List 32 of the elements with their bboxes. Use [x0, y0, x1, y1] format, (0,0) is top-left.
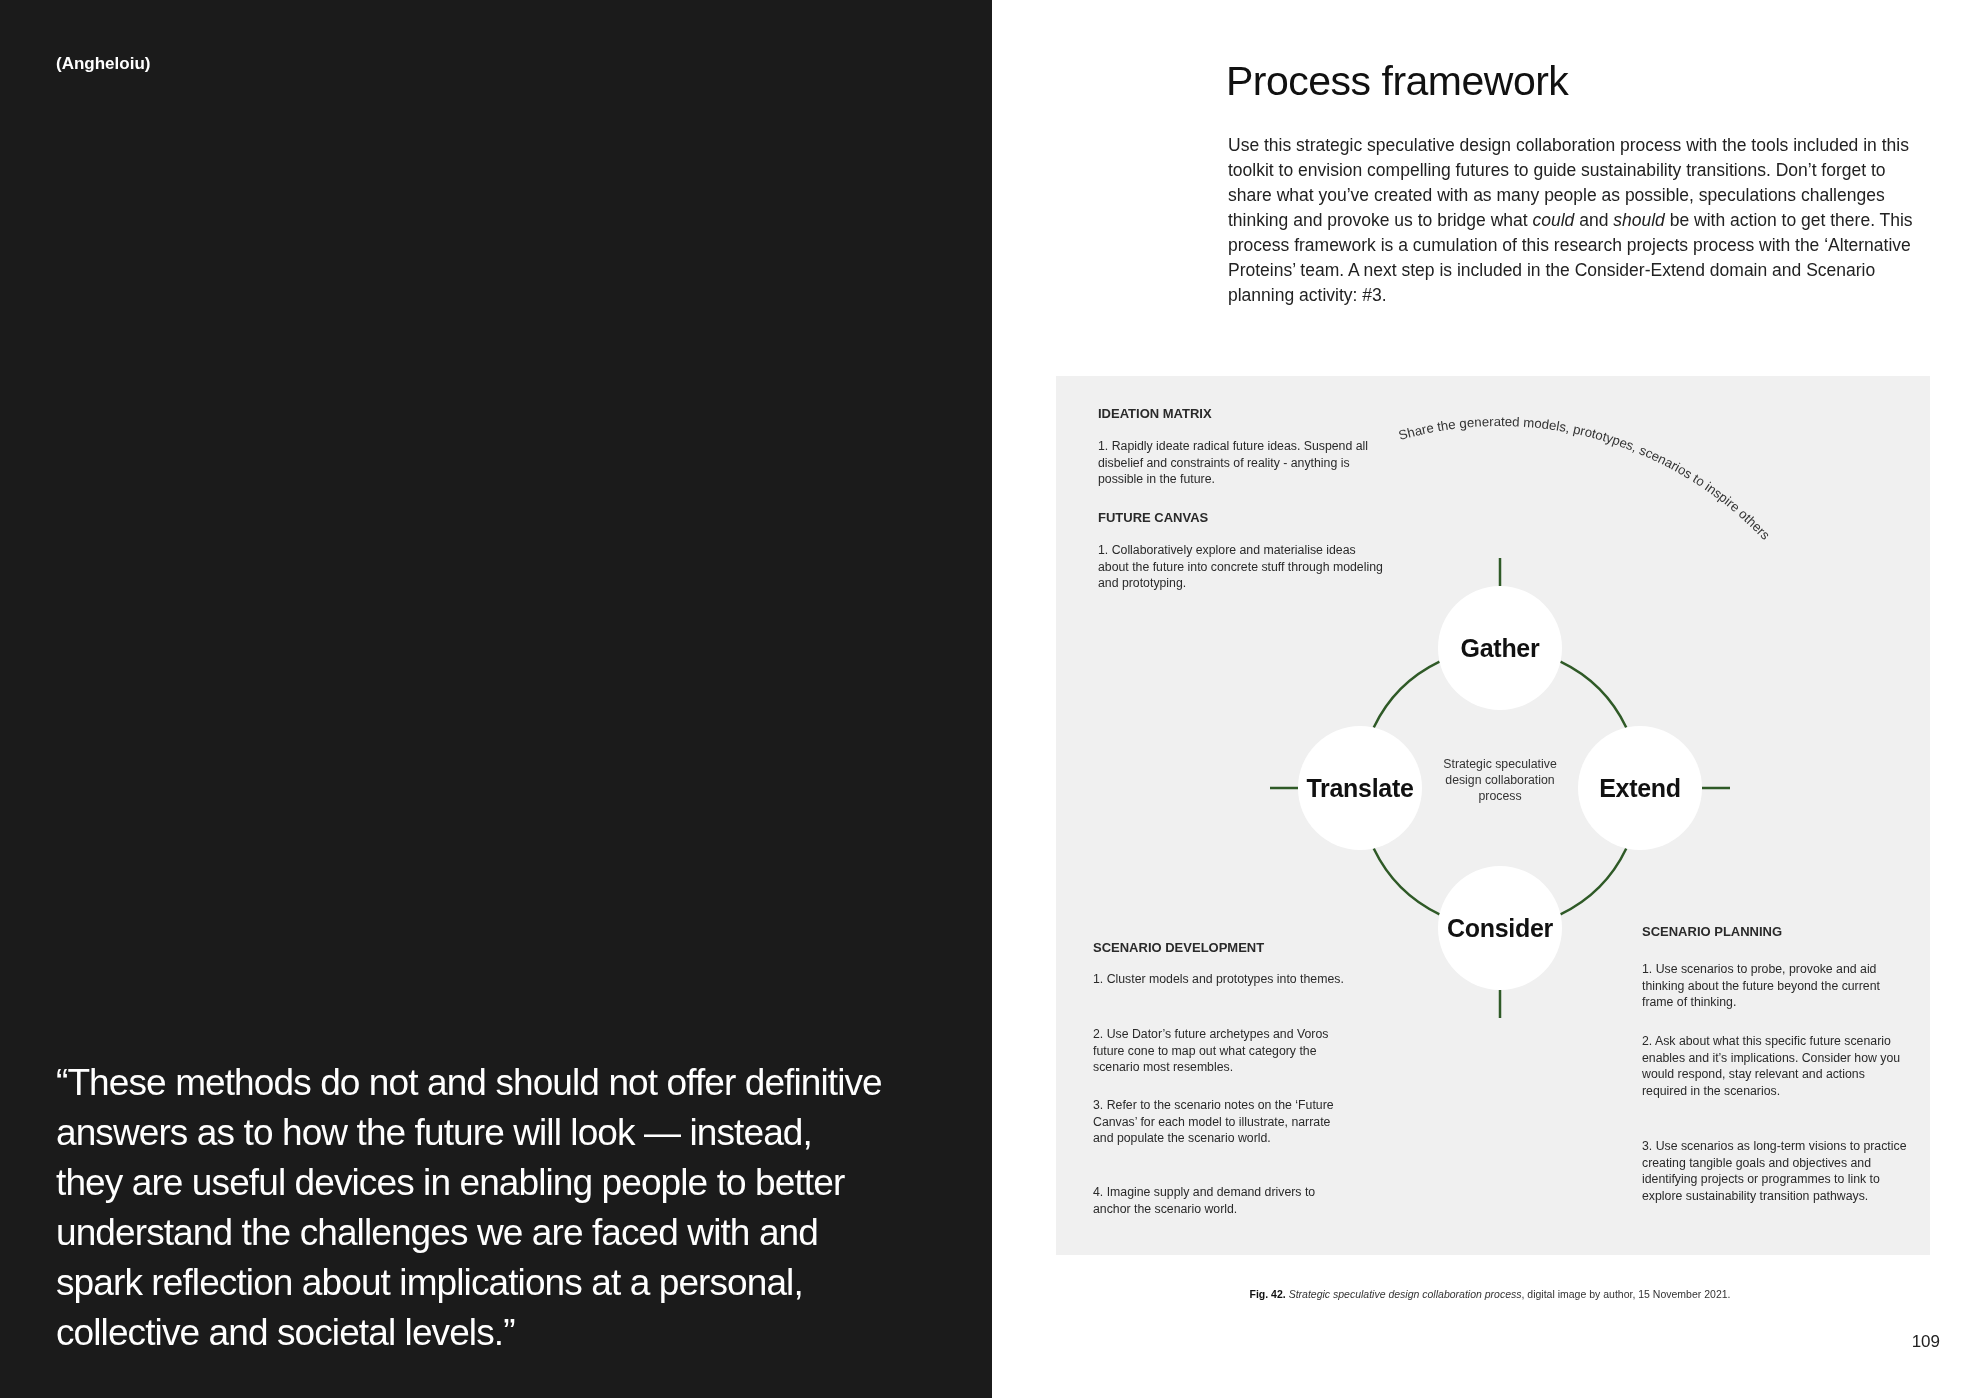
stage-label: Gather [1460, 633, 1540, 663]
center-caption: Strategic speculative design collaboration process [1442, 756, 1558, 804]
connector-arc [1372, 847, 1441, 916]
step-text: 1. Collaboratively explore and materialise ideas about the future into concrete stuff through modeling and prototyping. [1098, 542, 1384, 592]
step-text: 3. Use scenarios as long-term visions to practice creating tangible goals and objectives and identifying projects or programmes to link to explore sustainability transition pathways. [1642, 1138, 1908, 1204]
page-number: 109 [1910, 1332, 1940, 1352]
step-text: 4. Imagine supply and demand drivers to anchor the scenario world. [1093, 1184, 1317, 1217]
attribution-text: (Angheloiu) [56, 53, 152, 75]
connector-line [1498, 558, 1502, 586]
connector-arc [1559, 847, 1628, 916]
step-text: 2. Use Dator’s future archetypes and Voros future cone to map out what category the scenario most resembles. [1093, 1026, 1330, 1076]
section-heading: SCENARIO PLANNING [1642, 923, 1784, 940]
step-text: 1. Cluster models and prototypes into themes. [1093, 971, 1345, 988]
step-text: 1. Rapidly ideate radical future ideas. Suspend all disbelief and constraints of reality - anything is possible in the future. [1098, 438, 1369, 488]
connector-line [1498, 990, 1502, 1018]
stage-label: Translate [1306, 773, 1414, 803]
connector-arc [1559, 660, 1628, 729]
section-heading: IDEATION MATRIX [1098, 405, 1213, 422]
connector-line [1270, 786, 1298, 790]
step-text: 2. Ask about what this specific future scenario enables and it’s implications. Consider how you would respond, stay relevant and actions required in the scenarios. [1642, 1033, 1902, 1099]
quote-text: “These methods do not and should not offer definitive answers as to how the future will look — instead, they are useful devices in enabling people to better understand the challenges we are faced with and spark reflection about implications at a personal, collective and societal levels.” [56, 1061, 883, 1355]
intro-paragraph: Use this strategic speculative design collaboration process with the tools included in this toolkit to envision compelling futures to guide sustainability transitions. Don’t forget to share what you’ve created with as many people as possible, speculations challenges thinking and provoke us to bridge what could and should be with action to get there. This process framework is a cumulation of this research projects process with the ‘Alternative Proteins’ team. A next step is included in the Consider-Extend domain and Scenario planning activity: #3. [1228, 134, 1914, 307]
step-text: 3. Refer to the scenario notes on the ‘Future Canvas’ for each model to illustrate, narrate and populate the scenario world. [1093, 1097, 1335, 1147]
step-text: 1. Use scenarios to probe, provoke and aid thinking about the future beyond the current frame of thinking. [1642, 961, 1881, 1011]
section-heading: FUTURE CANVAS [1098, 509, 1210, 526]
connector-line [1702, 786, 1730, 790]
connector-arc [1372, 660, 1441, 729]
page-title: Process framework [1226, 58, 1569, 105]
stage-label: Consider [1447, 913, 1553, 943]
figure-caption: Fig. 42. Strategic speculative design collaboration process, digital image by author, 15 November 2021. [1249, 1288, 1731, 1300]
section-heading: SCENARIO DEVELOPMENT [1093, 939, 1266, 956]
stage-label: Extend [1599, 773, 1681, 803]
